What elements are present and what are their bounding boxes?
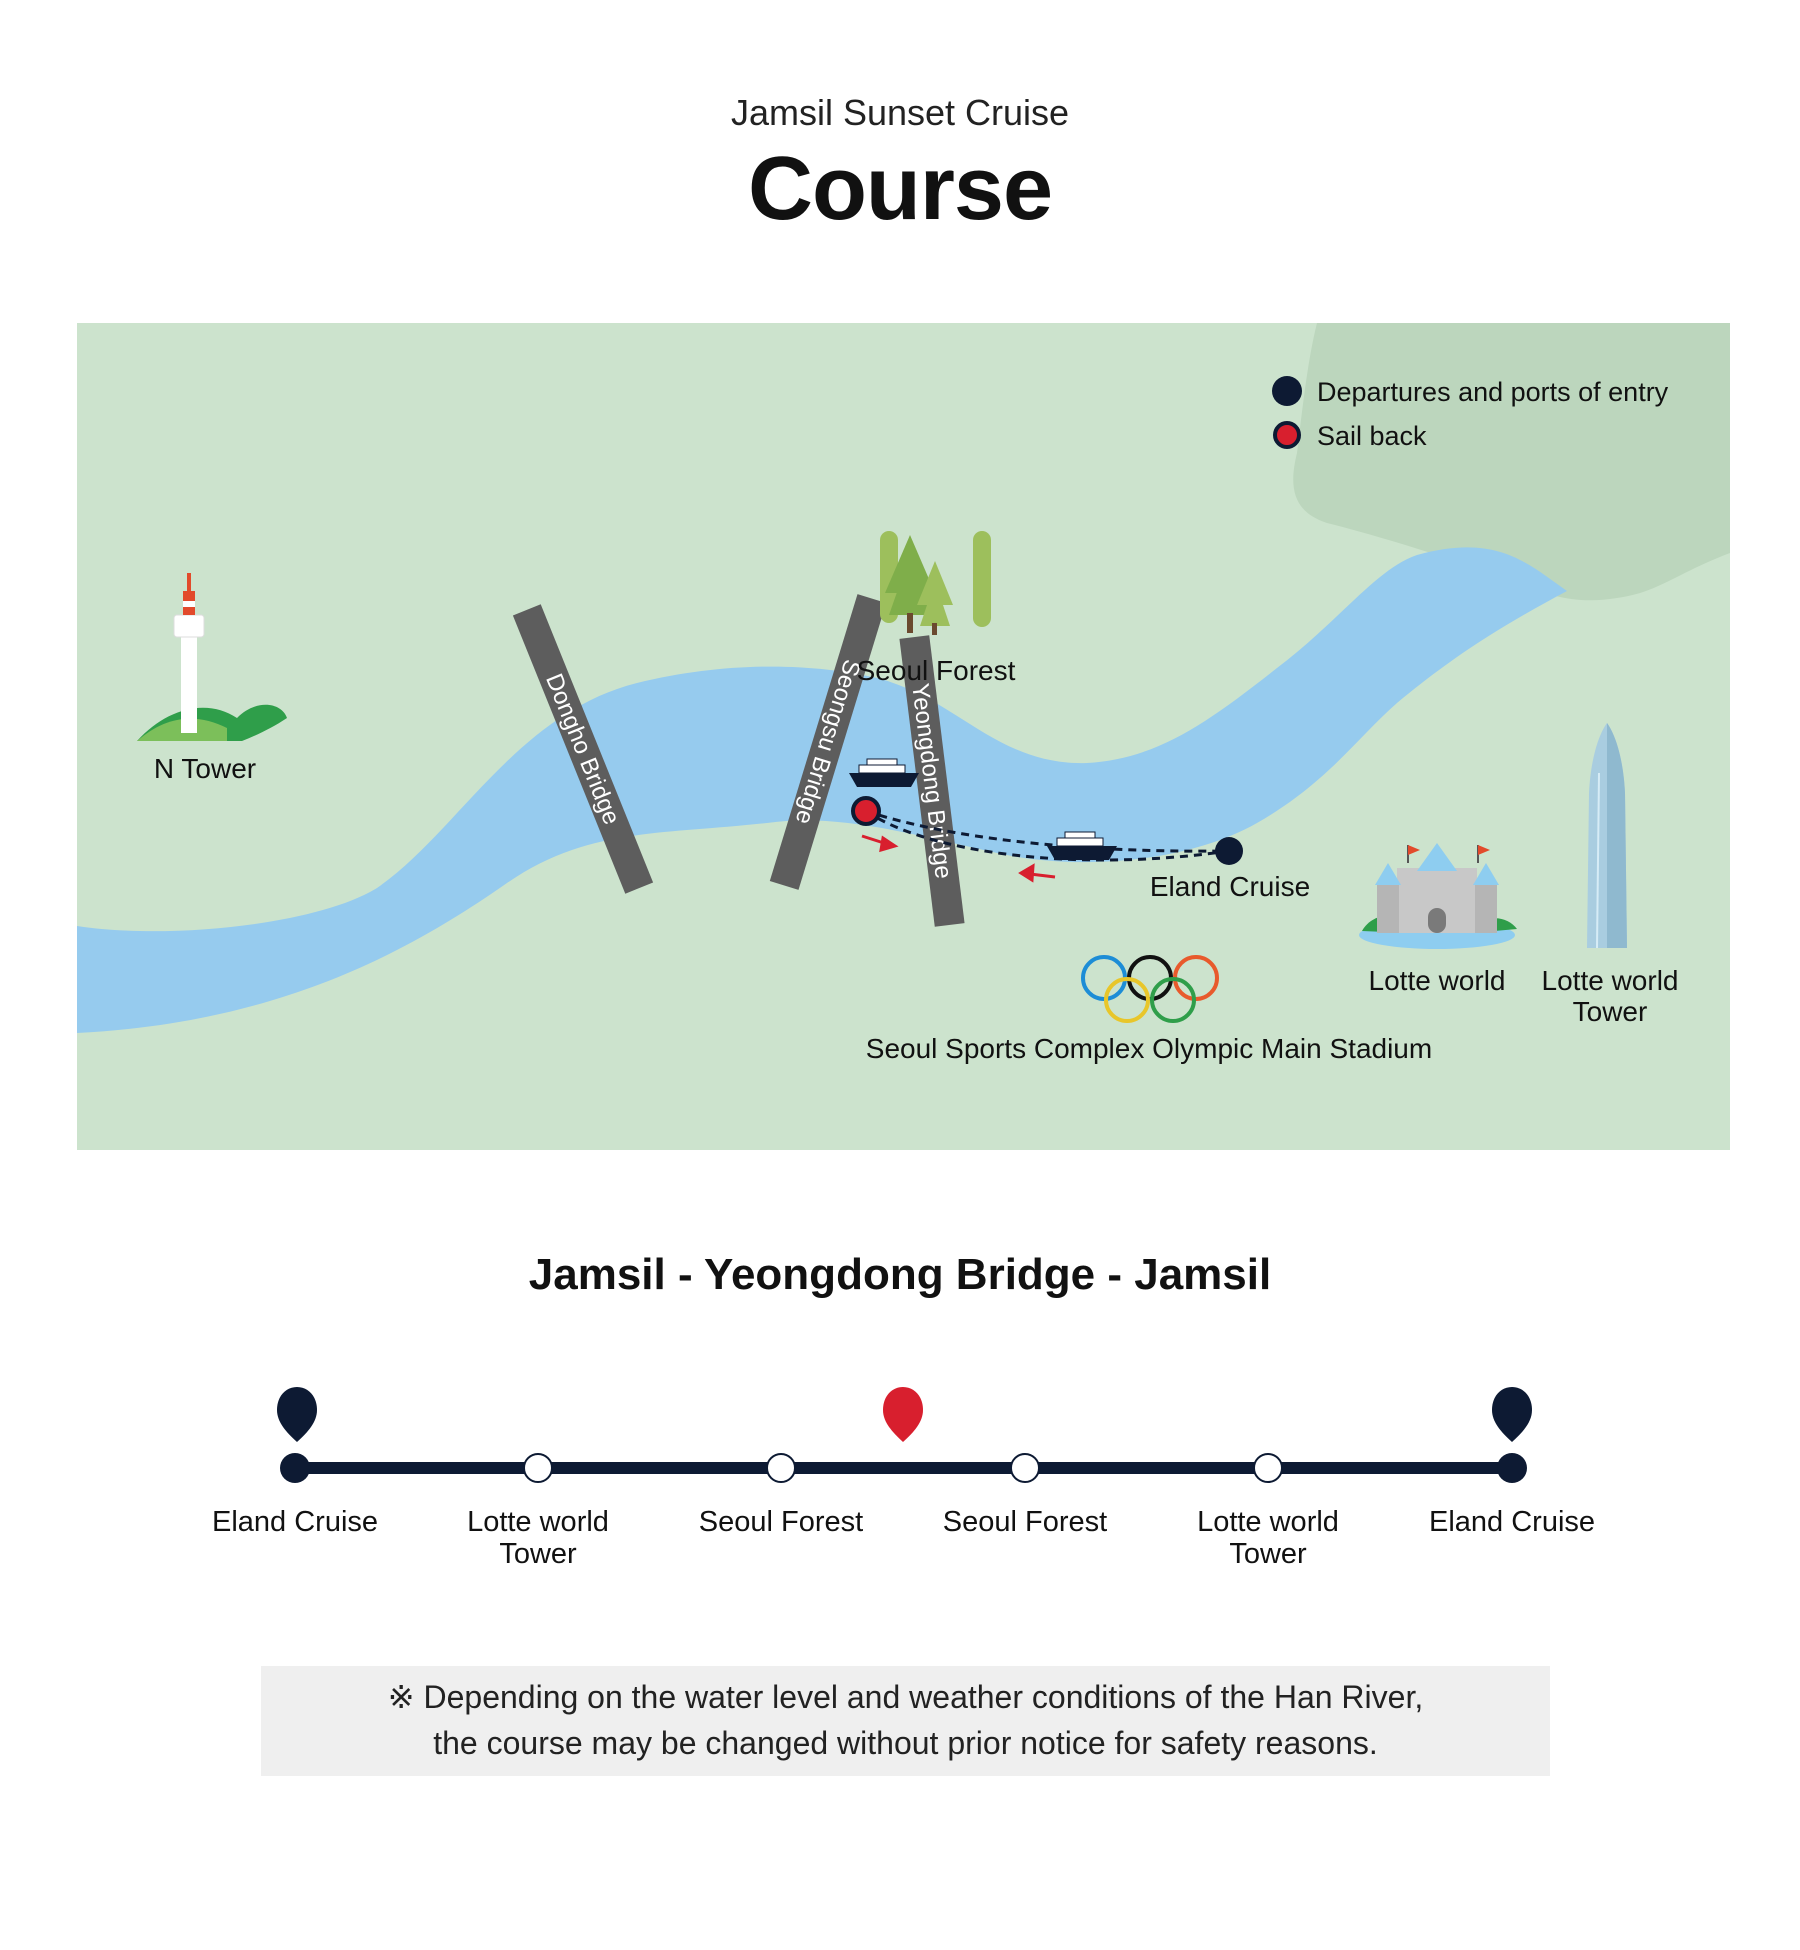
safety-notice: ※ Depending on the water level and weath… bbox=[261, 1666, 1550, 1776]
sail-back-pin-icon bbox=[883, 1387, 923, 1442]
map-mountain bbox=[1293, 323, 1730, 601]
notice-line2: the course may be changed without prior … bbox=[433, 1725, 1378, 1761]
route-title: Jamsil - Yeongdong Bridge - Jamsil bbox=[528, 1250, 1272, 1299]
cruise-ship-icon bbox=[849, 758, 919, 787]
eland-cruise-label: Eland Cruise bbox=[1150, 871, 1310, 902]
stop-label-line1: Seoul Forest bbox=[698, 1506, 864, 1538]
sail-back-marker bbox=[851, 796, 881, 826]
stop-label-line2: Tower bbox=[499, 1538, 577, 1570]
seoul-forest-label: Seoul Forest bbox=[857, 655, 1016, 686]
route-path-lower bbox=[865, 809, 1230, 862]
stop-label-line1: Eland Cruise bbox=[1428, 1506, 1596, 1538]
lotte-world-label: Lotte world bbox=[1369, 965, 1506, 996]
direction-arrow-icon bbox=[1018, 863, 1056, 883]
notice-line1: ※ Depending on the water level and weath… bbox=[387, 1679, 1424, 1715]
departure-marker bbox=[1215, 837, 1243, 865]
route-timeline bbox=[277, 1387, 1532, 1483]
departure-pin-icon bbox=[277, 1387, 317, 1442]
stop-label: Lotte world Tower bbox=[418, 1506, 658, 1570]
stop-marker bbox=[523, 1453, 553, 1483]
lotte-world-tower-label-line1: Lotte world bbox=[1542, 965, 1679, 996]
course-map: Dongho Bridge Seongsu Bridge Yeongdong B… bbox=[77, 323, 1730, 1150]
page-title: Course bbox=[747, 139, 1053, 239]
cruise-ship-icon bbox=[1047, 831, 1117, 860]
arrival-pin-icon bbox=[1492, 1387, 1532, 1442]
n-tower-icon bbox=[137, 573, 287, 741]
stop-label: Lotte world Tower bbox=[1148, 1506, 1388, 1570]
lotte-world-icon bbox=[1359, 843, 1517, 949]
stop-label: Seoul Forest bbox=[661, 1506, 901, 1538]
legend-departure-icon bbox=[1272, 376, 1302, 406]
page-subtitle: Jamsil Sunset Cruise bbox=[730, 92, 1070, 133]
direction-arrow-icon bbox=[861, 834, 899, 853]
lotte-world-tower-label-line2: Tower bbox=[1573, 996, 1648, 1027]
stop-label: Eland Cruise bbox=[175, 1506, 415, 1538]
olympic-rings-icon bbox=[1081, 955, 1219, 1023]
n-tower-label: N Tower bbox=[154, 753, 256, 784]
stop-label-line1: Seoul Forest bbox=[942, 1506, 1108, 1538]
stop-marker bbox=[766, 1453, 796, 1483]
stop-marker bbox=[1010, 1453, 1040, 1483]
stop-marker-start bbox=[280, 1453, 310, 1483]
stop-label-line2: Tower bbox=[1229, 1538, 1307, 1570]
stop-label-line1: Lotte world bbox=[467, 1506, 609, 1538]
stop-label: Seoul Forest bbox=[905, 1506, 1145, 1538]
legend-sail-back-label: Sail back bbox=[1317, 421, 1427, 451]
stop-label-line1: Eland Cruise bbox=[211, 1506, 379, 1538]
lotte-world-tower-icon bbox=[1587, 723, 1627, 949]
stop-label: Eland Cruise bbox=[1392, 1506, 1632, 1538]
stop-label-line1: Lotte world bbox=[1197, 1506, 1339, 1538]
stop-marker bbox=[1253, 1453, 1283, 1483]
map-legend: Departures and ports of entry Sail back bbox=[1272, 376, 1669, 451]
olympic-stadium-label: Seoul Sports Complex Olympic Main Stadiu… bbox=[866, 1033, 1432, 1064]
stop-marker-end bbox=[1497, 1453, 1527, 1483]
legend-departure-label: Departures and ports of entry bbox=[1317, 377, 1669, 407]
route-path-upper bbox=[865, 809, 1230, 853]
seoul-forest-icon bbox=[880, 531, 991, 635]
legend-sail-back-icon bbox=[1273, 421, 1301, 449]
